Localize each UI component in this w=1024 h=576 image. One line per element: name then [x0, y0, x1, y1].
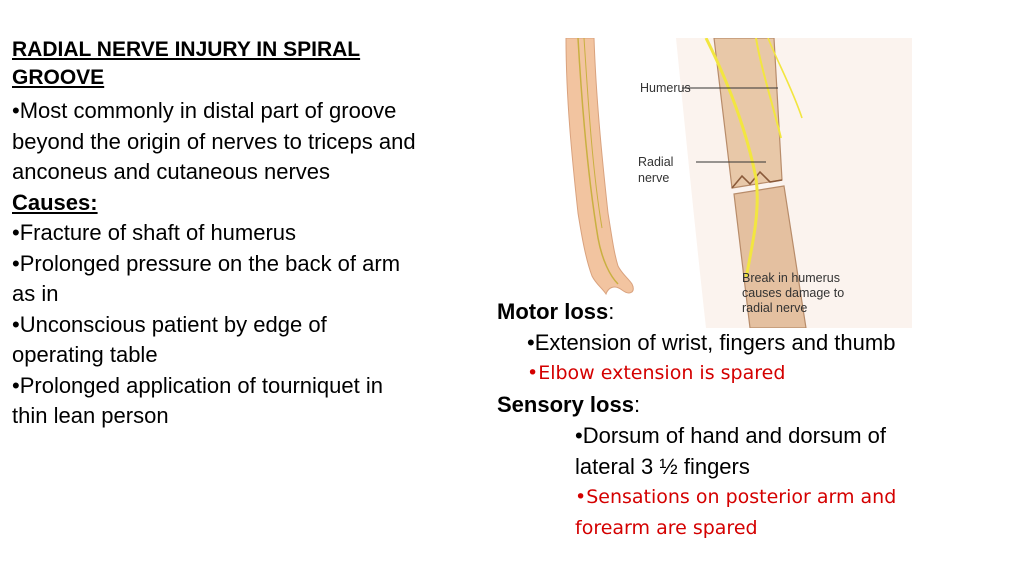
caption-line: radial nerve [742, 301, 807, 315]
humerus-lower [733, 185, 807, 328]
sensory-loss-item: lateral 3 ½ fingers [575, 454, 750, 479]
nerve-branch [767, 38, 803, 119]
left-column: RADIAL NERVE INJURY IN SPIRAL GROOVE •Mo… [12, 36, 492, 432]
slide-title: RADIAL NERVE INJURY IN SPIRAL GROOVE [12, 36, 492, 92]
arm-illustration: Humerus Radial nerve Break in humerus ca… [556, 38, 912, 328]
sensory-spared-item: •Sensations on posterior arm and [575, 486, 897, 508]
label-radial: Radial [638, 155, 673, 169]
causes-heading: Causes: [12, 189, 98, 215]
motor-loss-heading: Motor loss: [497, 296, 896, 327]
motor-loss-label: Motor loss [497, 299, 609, 324]
sensory-loss-heading: Sensory loss: [497, 389, 896, 420]
sensory-loss-item: •Dorsum of hand and dorsum of [575, 423, 886, 448]
radial-nerve [704, 38, 759, 279]
sensory-spared-item: forearm are spared [575, 517, 758, 539]
cause-line: •Prolonged pressure on the back of arm [12, 250, 401, 276]
arm-silhouette [565, 38, 634, 296]
cause-line: thin lean person [12, 403, 169, 428]
caption-line: Break in humerus [742, 271, 840, 285]
cause-line: as in [12, 281, 59, 306]
intro-line: anconeus and cutaneous nerves [12, 159, 331, 184]
intro-line: beyond the origin of nerves to triceps a… [12, 128, 416, 154]
intro-line: •Most commonly in distal part of groove [12, 98, 397, 123]
cause-line: •Fracture of shaft of humerus [12, 220, 297, 245]
arm-nerve [583, 38, 603, 229]
title-line: RADIAL NERVE INJURY IN SPIRAL [12, 38, 361, 61]
right-column: Motor loss: •Extension of wrist, fingers… [497, 296, 896, 544]
humerus-fracture-diagram: Humerus Radial nerve Break in humerus ca… [565, 38, 912, 328]
nerve-branch [755, 38, 782, 139]
arm-nerve [577, 38, 619, 285]
title-line: GROOVE [12, 66, 105, 89]
sensory-loss-label: Sensory loss [497, 392, 634, 417]
sensory-loss-colon: : [633, 392, 641, 417]
label-nerve: nerve [638, 171, 669, 185]
cause-line: •Unconscious patient by edge of [12, 311, 327, 337]
cause-line: operating table [12, 342, 158, 367]
cause-line: •Prolonged application of tourniquet in [12, 372, 383, 398]
label-humerus: Humerus [640, 81, 691, 95]
motor-loss-item: •Extension of wrist, fingers and thumb [527, 330, 896, 355]
caption-line: causes damage to [742, 286, 844, 300]
motor-spared-item: •Elbow extension is spared [527, 362, 786, 384]
motor-loss-colon: : [608, 299, 615, 324]
